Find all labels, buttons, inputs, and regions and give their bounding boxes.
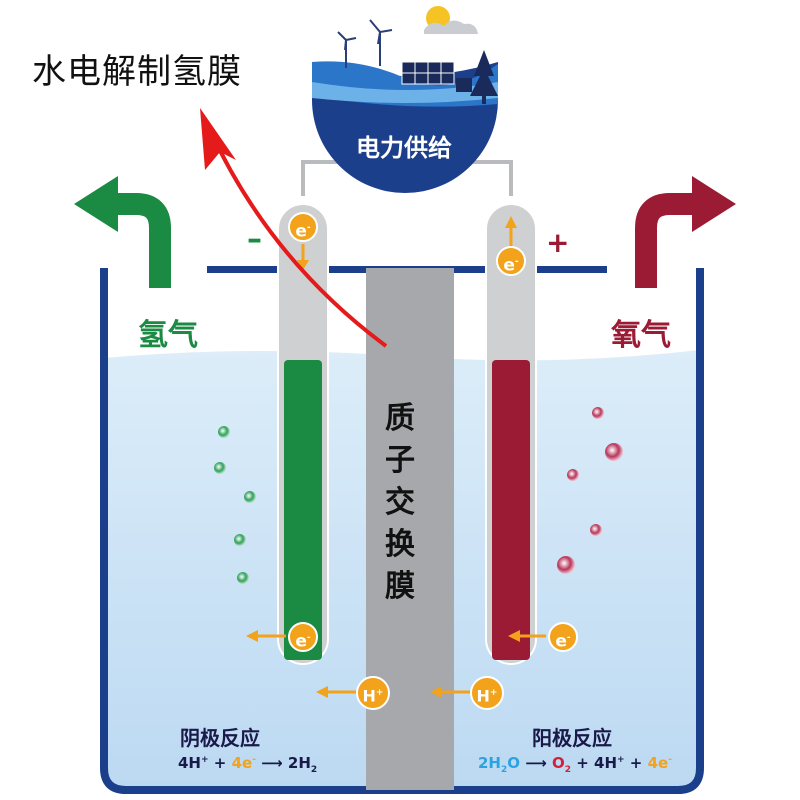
electron-badge-anode-top: e- [496,246,526,276]
anode-reaction-equation: 2H2O ⟶ O2 + 4H+ + 4e- [478,754,672,775]
proton-badge-left: H+ [356,676,390,710]
cathode-plate [284,360,322,660]
hydrogen-label: 氢气 [138,318,198,353]
cathode-reaction-equation: 4H+ + 4e- ⟶ 2H2 [178,754,318,775]
red-pointer-arrowhead [200,108,236,170]
solar-panel-icon [401,61,472,92]
electron-badge-cathode-top: e- [288,212,318,242]
positive-terminal-sign: + [546,226,570,259]
electron-badge-cathode-bottom: e- [288,622,318,652]
page-title: 水电解制氢膜 [32,52,242,92]
anode-reaction-title: 阳极反应 [532,726,612,750]
wind-turbine-icon [337,19,393,68]
power-supply [312,61,498,193]
electron-flow-arrows [246,216,546,642]
electron-badge-anode-bottom: e- [548,622,578,652]
hydrogen-outlet-arrow [74,176,171,288]
proton-badge-right: H+ [470,676,504,710]
oxygen-bubbles [557,407,623,574]
negative-terminal-sign: – [247,222,262,257]
membrane-label: 质子交换膜 [385,401,415,604]
oxygen-outlet-arrow [635,176,736,288]
wire-negative [301,160,340,196]
hydrogen-bubbles [214,426,256,584]
wire-positive [470,160,513,196]
red-pointer-arrow [208,129,388,348]
anode-plate [492,360,530,660]
sun-icon [424,6,478,34]
cathode-reaction-title: 阴极反应 [180,726,260,750]
oxygen-label: 氧气 [611,318,671,353]
proton-flow-arrows [316,686,470,698]
tree-icon [470,50,498,104]
power-supply-label: 电力供给 [356,134,452,162]
